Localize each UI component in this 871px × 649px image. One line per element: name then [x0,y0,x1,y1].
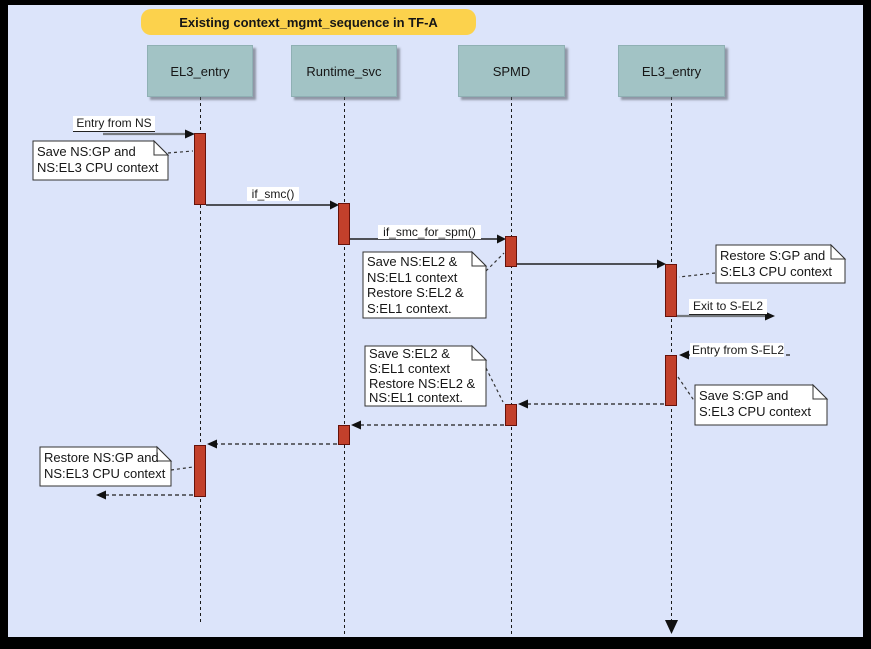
message-label-if-smc-for-spm: if_smc_for_spm() [378,225,481,239]
note-text-save-s-el2: Save S:EL2 & S:EL1 context Restore NS:EL… [369,346,476,406]
message-exit-to-ns-arrowhead-icon [96,490,106,500]
diagram-background [8,5,863,637]
note-save-s-el2-shape [364,345,487,407]
message-label-entry-from-s-el2: Entry from S-EL2 [690,343,785,357]
participant-el3-entry-right: EL3_entry [618,45,725,97]
message-exit-to-s-el2-arrowhead-icon [765,311,775,321]
message-entry-from-s-el2-arrowhead-icon [679,350,689,360]
note-connector-save-s-gp [677,376,696,403]
note-text-restore-s-gp: Restore S:GP and S:EL3 CPU context [720,248,832,279]
note-text-save-ns-el2: Save NS:EL2 & NS:EL1 context Restore S:E… [367,254,464,316]
note-save-ns-el2-fold-icon [471,250,488,267]
note-restore-s-gp-shape [715,244,846,284]
message-label-entry-from-ns: Entry from NS [73,116,155,132]
activation-runtime-svc-2 [338,425,350,445]
note-save-s-el2-fold-icon [471,344,488,361]
activation-runtime-svc-1 [338,203,350,245]
message-if-smc-arrowhead-icon [330,200,339,210]
note-connector-restore-ns-gp [170,466,194,471]
note-save-s-gp-fold-icon [812,383,829,400]
message-runtime-to-el3-arrowhead-icon [207,439,217,449]
activation-el3-left-1 [194,133,206,205]
participant-label: EL3_entry [641,63,702,79]
participant-label: EL3_entry [170,63,230,79]
message-entry-from-ns-arrowhead-icon [185,129,195,139]
message-el3-to-spmd-arrowhead-icon [518,399,528,409]
activation-el3-left-2 [194,445,206,497]
diagram-title: Existing context_mgmt_sequence in TF-A [141,9,476,35]
activation-spmd-2 [505,404,517,426]
lifeline-end-arrow-icon [665,620,678,634]
message-label-if-smc: if_smc() [247,187,299,201]
note-connector-save-ns-gp [167,150,194,154]
note-save-ns-gp-fold-icon [153,139,170,156]
diagram-title-text: Existing context_mgmt_sequence in TF-A [179,14,438,30]
note-text-save-ns-gp: Save NS:GP and NS:EL3 CPU context [37,144,159,175]
note-restore-ns-gp-shape [39,446,172,487]
note-connector-save-ns-el2 [485,252,505,272]
note-connector-restore-s-gp [678,272,716,278]
participant-label: Runtime_svc [306,63,382,79]
participant-spmd: SPMD [458,45,565,97]
activation-el3-right-2 [665,355,677,406]
participant-label: SPMD [492,63,531,79]
note-save-s-gp-shape [694,384,828,426]
message-spmd-to-runtime-arrowhead-icon [351,420,361,430]
note-restore-s-gp-fold-icon [830,243,847,260]
note-save-ns-el2-shape [362,251,487,319]
message-if-smc-for-spm-arrowhead-icon [497,234,506,244]
note-save-ns-gp-shape [32,140,169,181]
note-connector-save-s-el2 [485,367,504,403]
participant-el3-entry-left: EL3_entry [147,45,253,97]
participant-runtime-svc: Runtime_svc [291,45,397,97]
note-text-restore-ns-gp: Restore NS:GP and NS:EL3 CPU context [44,450,166,481]
message-spmd-to-el3-arrowhead-icon [657,259,666,269]
note-text-save-s-gp: Save S:GP and S:EL3 CPU context [699,388,811,419]
activation-spmd-1 [505,236,517,267]
note-restore-ns-gp-fold-icon [156,445,173,462]
message-label-exit-to-s-el2: Exit to S-EL2 [689,299,767,315]
activation-el3-right-1 [665,264,677,317]
